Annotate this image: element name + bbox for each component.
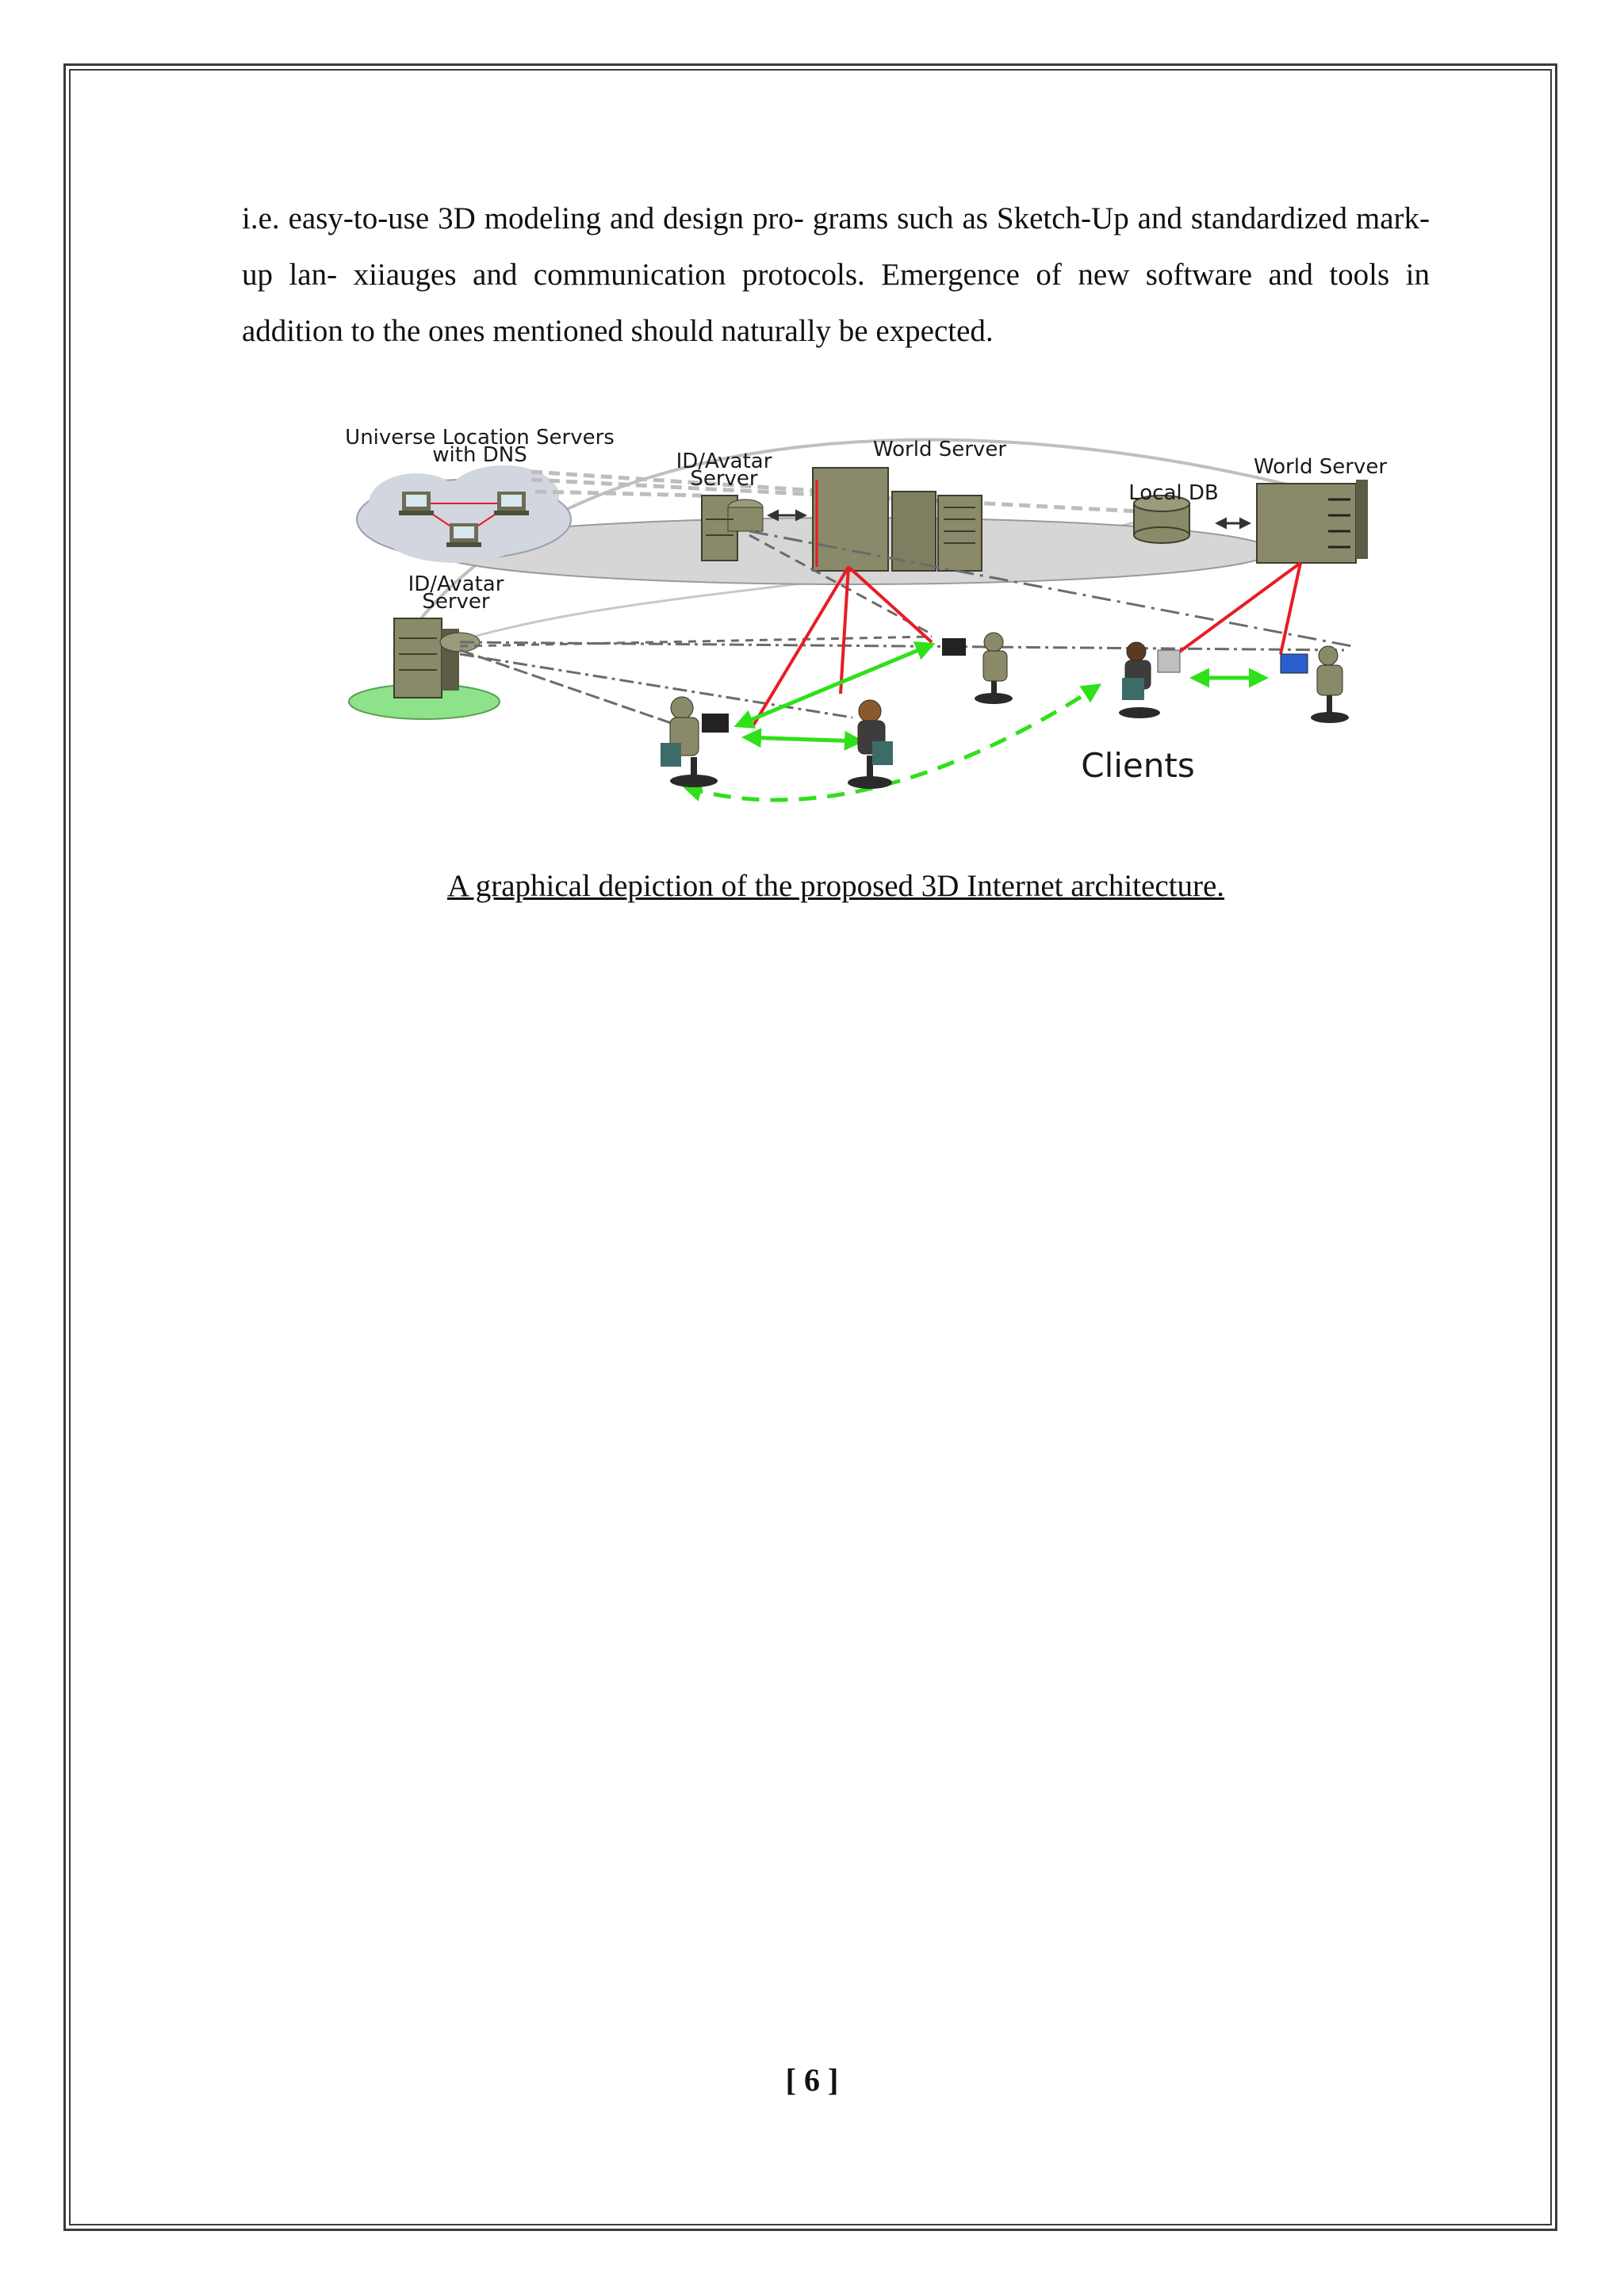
body-paragraph: i.e. easy-to-use 3D modeling and design … — [242, 201, 1430, 348]
architecture-figure: Universe Location Servers with DNS ID/Av… — [305, 416, 1411, 836]
label-world-server-right: World Server — [1254, 455, 1387, 479]
label-id-avatar-left-1: ID/Avatar — [408, 572, 504, 596]
world-server-main-icon — [812, 467, 982, 572]
label-clients: Clients — [1081, 746, 1194, 785]
label-id-avatar-top-2: Server — [690, 467, 758, 491]
label-id-avatar-left-2: Server — [422, 590, 490, 614]
dns-laptop-icon — [446, 523, 481, 547]
client-person-icon — [942, 632, 1013, 704]
label-local-db: Local DB — [1128, 481, 1219, 505]
client-person-icon — [661, 696, 729, 787]
client-person-icon — [1280, 645, 1349, 723]
label-universe-servers-2: with DNS — [432, 443, 527, 467]
page-border-inner — [69, 69, 1552, 2225]
local-db-icon — [1133, 495, 1190, 544]
id-avatar-server-left-icon — [393, 618, 481, 698]
architecture-diagram: Universe Location Servers with DNS ID/Av… — [345, 426, 1387, 802]
dns-laptop-icon — [494, 492, 529, 515]
figure-caption: A graphical depiction of the proposed 3D… — [446, 869, 1225, 903]
world-server-right-icon — [1256, 480, 1368, 564]
label-id-avatar-top-1: ID/Avatar — [676, 450, 772, 473]
dns-cloud — [356, 465, 572, 563]
label-universe-servers-1: Universe Location Servers — [345, 426, 615, 450]
label-world-server-main: World Server — [873, 438, 1006, 461]
page-number: [ 6 ] — [785, 2062, 839, 2098]
client-person-icon — [848, 699, 893, 789]
id-avatar-server-top-icon — [701, 495, 764, 561]
page-border-outer — [63, 63, 1557, 2231]
client-person-icon — [1119, 641, 1181, 718]
dns-laptop-icon — [399, 492, 434, 515]
